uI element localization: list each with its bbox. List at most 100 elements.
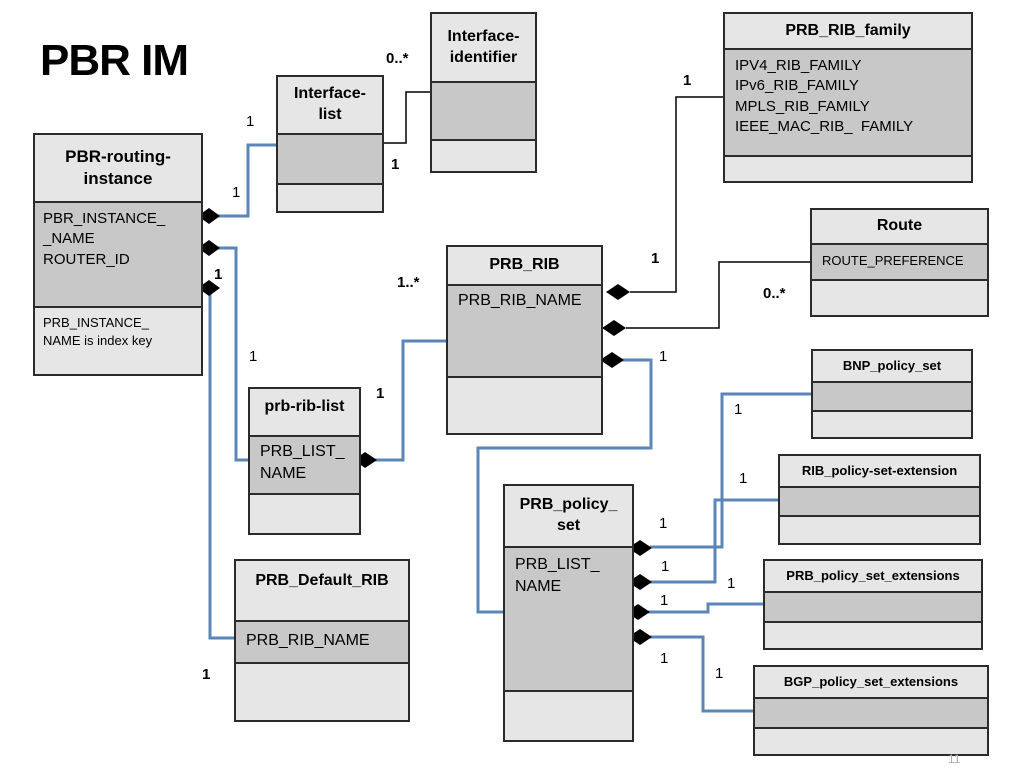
link-instance-interface-list [216, 143, 278, 218]
class-interface-identifier[interactable]: Interface- identifier [430, 12, 537, 173]
multiplicity-label: 1 [727, 575, 736, 592]
class-name-line2: instance [83, 169, 153, 188]
attribute: NAME [515, 577, 562, 595]
class-operations [812, 281, 987, 315]
multiplicity-label: 0..* [386, 50, 409, 67]
class-header: PBR-routing- instance [35, 135, 201, 203]
class-route[interactable]: Route ROUTE_PREFERENCE [810, 208, 989, 317]
class-name-line1: PBR-routing- [65, 146, 171, 166]
note-line: NAME is index key [43, 332, 153, 348]
link-ps-bgpext [648, 635, 755, 713]
class-name: PRB_RIB_family [785, 21, 911, 39]
class-header: PRB_RIB [448, 247, 601, 286]
class-header: PRB_RIB_family [725, 14, 971, 50]
multiplicity-label: 1 [391, 156, 400, 173]
composition-diamond-icon [628, 540, 652, 556]
attribute: MPLS_RIB_FAMILY [735, 97, 870, 115]
composition-diamond-icon [602, 320, 626, 336]
class-prb-rib-list[interactable]: prb-rib-list PRB_LIST_ NAME [248, 387, 361, 535]
class-operations [250, 495, 359, 533]
link-instance-default-rib [208, 288, 236, 640]
class-operations [505, 692, 632, 740]
class-attributes [755, 699, 987, 729]
class-header: RIB_policy-set-extension [780, 456, 979, 488]
class-name-line1: PRB_policy_ [519, 496, 618, 514]
attribute: ROUTER_ID [43, 250, 130, 268]
class-notes: PRB_INSTANCE_ NAME is index key [35, 308, 201, 374]
class-header: PRB_policy_ set [505, 486, 632, 548]
class-name-line2: set [556, 517, 581, 534]
class-attributes [278, 135, 382, 185]
multiplicity-label: 1 [246, 113, 255, 130]
link-rib-policyset [476, 358, 653, 614]
attribute: NAME [260, 464, 307, 482]
multiplicity-label: 1 [734, 401, 743, 418]
class-operations [765, 623, 981, 648]
class-header: Route [812, 210, 987, 245]
attribute: _NAME [43, 230, 95, 248]
composition-diamond-icon [628, 629, 652, 645]
multiplicity-label: 1 [660, 650, 669, 667]
class-header: prb-rib-list [250, 389, 359, 437]
class-name: Route [876, 217, 923, 235]
class-pbr-routing-instance[interactable]: PBR-routing- instance PBR_INSTANCE_ _NAM… [33, 133, 203, 376]
class-name-line2: identifier [449, 48, 518, 66]
class-bnp-policy-set[interactable]: BNP_policy_set [811, 349, 973, 439]
class-attributes [780, 488, 979, 517]
link-instance-prb-rib-list [216, 246, 250, 462]
multiplicity-label: 1 [202, 666, 211, 683]
class-name: BNP_policy_set [842, 357, 942, 373]
composition-diamond-icon [606, 284, 630, 300]
class-prb-rib-family[interactable]: PRB_RIB_family IPV4_RIB_FAMILY IPv6_RIB_… [723, 12, 973, 183]
class-interface-list[interactable]: Interface- list [276, 75, 384, 213]
multiplicity-label: 1 [249, 348, 258, 365]
class-name: BGP_policy_set_extensions [783, 673, 959, 689]
class-rib-policy-set-extension[interactable]: RIB_policy-set-extension [778, 454, 981, 545]
multiplicity-label: 1 [683, 72, 692, 89]
class-bgp-policy-set-extensions[interactable]: BGP_policy_set_extensions [753, 665, 989, 756]
class-name: PRB_RIB [489, 256, 560, 274]
attribute: PRB_LIST_ [260, 443, 345, 460]
multiplicity-label: 1..* [397, 274, 420, 291]
class-operations [780, 517, 979, 543]
multiplicity-label: 0..* [763, 285, 786, 302]
class-operations [432, 141, 535, 171]
class-attributes: PRB_LIST_ NAME [250, 437, 359, 495]
multiplicity-label: 1 [661, 558, 670, 575]
class-prb-rib[interactable]: PRB_RIB PRB_RIB_NAME [446, 245, 603, 435]
class-prb-policy-set-extensions[interactable]: PRB_policy_set_extensions [763, 559, 983, 650]
link-iflist-ifid [383, 91, 432, 144]
class-header: Interface- list [278, 77, 382, 135]
multiplicity-label: 1 [214, 266, 223, 283]
link-ps-prbext [648, 602, 765, 614]
class-name-line1: Interface- [293, 85, 367, 103]
link-rib-route [626, 261, 812, 329]
link-ps-bnp [650, 392, 812, 549]
class-name: PRB_Default_RIB [255, 572, 389, 589]
multiplicity-label: 1 [715, 665, 724, 682]
attribute: IPV4_RIB_FAMILY [735, 57, 862, 74]
class-name: RIB_policy-set-extension [801, 462, 958, 478]
attribute: PBR_INSTANCE_ [43, 210, 166, 227]
link-ps-ribext [650, 498, 780, 584]
class-header: BNP_policy_set [813, 351, 971, 383]
class-name: prb-rib-list [264, 398, 345, 415]
composition-diamond-icon [628, 574, 652, 590]
class-header: PRB_policy_set_extensions [765, 561, 981, 593]
multiplicity-label: 1 [659, 515, 668, 532]
class-operations [236, 664, 408, 720]
class-attributes: PBR_INSTANCE_ _NAME ROUTER_ID [35, 203, 201, 308]
class-header: BGP_policy_set_extensions [755, 667, 987, 699]
link-rib-family [630, 96, 724, 293]
attribute: PRB_RIB_NAME [246, 632, 370, 649]
class-name-line2: list [318, 106, 342, 123]
composition-diamond-icon [198, 240, 220, 256]
note-line: PRB_INSTANCE_ [43, 315, 149, 330]
class-prb-policy-set[interactable]: PRB_policy_ set PRB_LIST_ NAME [503, 484, 634, 742]
class-operations [813, 412, 971, 437]
attribute: PRB_LIST_ [515, 556, 600, 573]
class-prb-default-rib[interactable]: PRB_Default_RIB PRB_RIB_NAME [234, 559, 410, 722]
slide-title: PBR IM [40, 36, 189, 85]
class-attributes: IPV4_RIB_FAMILY IPv6_RIB_FAMILY MPLS_RIB… [725, 50, 971, 157]
multiplicity-label: 1 [376, 385, 385, 402]
